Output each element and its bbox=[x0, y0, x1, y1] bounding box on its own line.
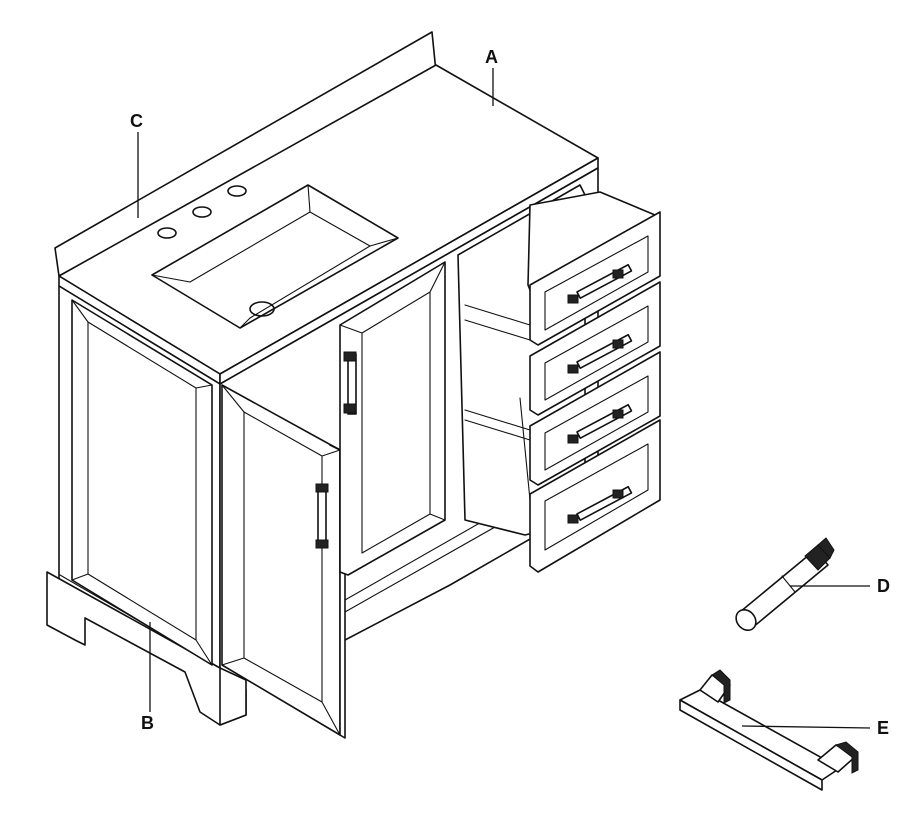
drawer-2 bbox=[529, 281, 661, 416]
touch-up-marker bbox=[735, 537, 835, 632]
open-door-handle bbox=[317, 484, 327, 548]
left-door bbox=[71, 299, 213, 666]
faucet-hole-center bbox=[192, 206, 212, 218]
center-door bbox=[339, 261, 446, 576]
callout-d: D bbox=[877, 576, 890, 596]
drawer-1 bbox=[527, 191, 661, 346]
drawer-4 bbox=[529, 419, 661, 573]
callout-b: B bbox=[141, 713, 154, 733]
sink-basin bbox=[151, 184, 399, 329]
leader-e bbox=[741, 725, 871, 729]
callout-a: A bbox=[485, 47, 498, 67]
faucet-hole-left bbox=[157, 227, 177, 239]
spare-handle bbox=[679, 669, 859, 791]
faucet-hole-right bbox=[227, 185, 247, 197]
drain bbox=[249, 301, 275, 317]
callout-c: C bbox=[130, 111, 143, 131]
drawer-3 bbox=[529, 351, 661, 486]
callout-e: E bbox=[877, 718, 890, 738]
